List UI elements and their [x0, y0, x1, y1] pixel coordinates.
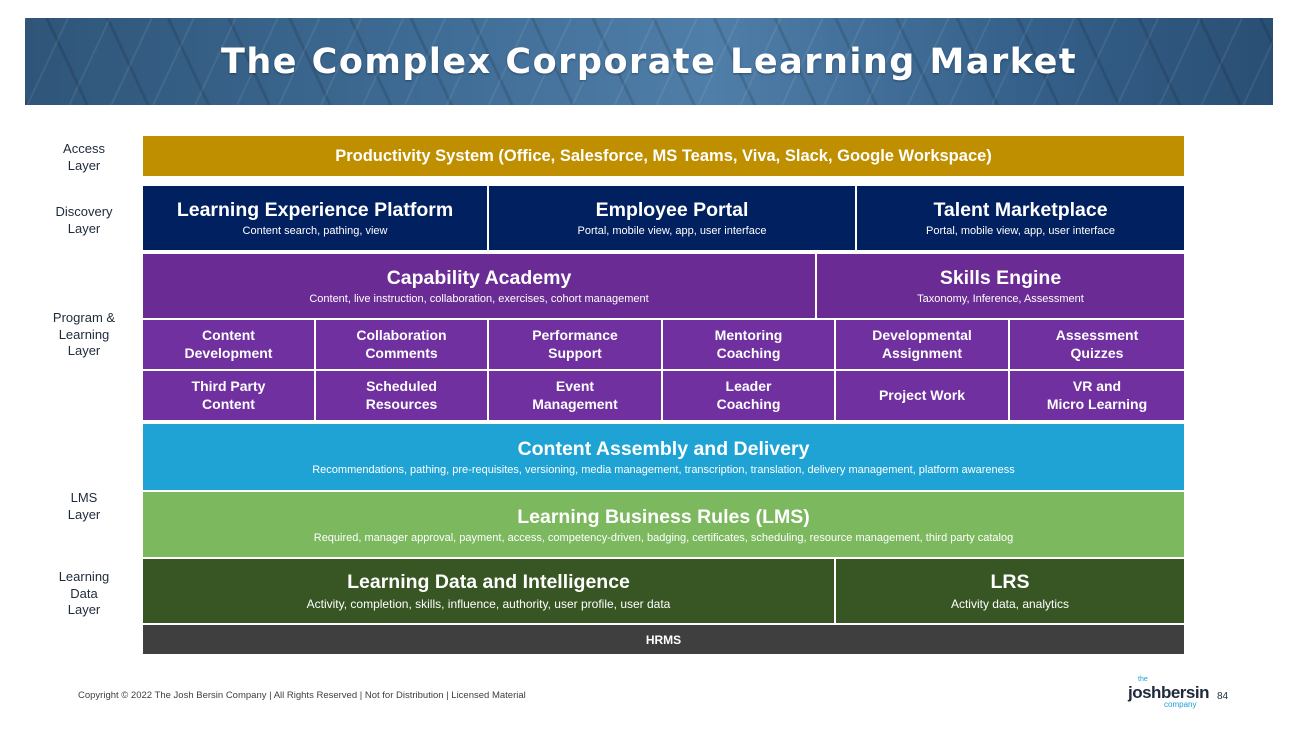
grid-cell: Event Management [489, 371, 663, 422]
capability-academy-title: Capability Academy [386, 267, 572, 289]
company-logo: the joshbersin company [1128, 676, 1209, 709]
content-assembly-subtitle: Recommendations, pathing, pre-requisites… [312, 464, 1015, 476]
layer-label-access: Access Layer [63, 141, 105, 173]
talent-marketplace-subtitle: Portal, mobile view, app, user interface [926, 225, 1115, 237]
business-rules-subtitle: Required, manager approval, payment, acc… [313, 531, 1014, 544]
talent-marketplace-title: Talent Marketplace [933, 199, 1108, 221]
employee-portal-subtitle: Portal, mobile view, app, user interface [577, 225, 767, 237]
grid-cell-label: Project Work [878, 386, 966, 403]
grid-cell: Assessment Quizzes [1010, 320, 1184, 371]
lxp-box: Learning Experience Platform Content sea… [143, 186, 489, 250]
title-banner: The Complex Corporate Learning Market [25, 18, 1273, 105]
grid-cell: Content Development [143, 320, 316, 371]
logo-small-text: the [1138, 676, 1148, 683]
learning-data-subtitle: Activity, completion, skills, influence,… [306, 597, 671, 611]
grid-cell-label: Scheduled Resources [365, 378, 438, 412]
grid-cell-label: Third Party Content [191, 378, 266, 412]
capability-academy-box: Capability Academy Content, live instruc… [143, 254, 817, 318]
copyright-text: Copyright © 2022 The Josh Bersin Company… [78, 690, 526, 701]
productivity-system-title: Productivity System (Office, Salesforce,… [335, 146, 992, 165]
grid-cell-label: Developmental Assignment [872, 327, 972, 361]
lrs-title: LRS [990, 571, 1030, 593]
skills-engine-box: Skills Engine Taxonomy, Inference, Asses… [817, 254, 1184, 318]
grid-cell: Third Party Content [143, 371, 316, 422]
grid-cell-label: VR and Micro Learning [1046, 378, 1148, 412]
layer-label-discovery: Discovery Layer [55, 204, 113, 236]
layer-label-lms: LMS Layer [67, 490, 101, 522]
layer-label-program: Program & Learning Layer [52, 310, 116, 358]
page-title: The Complex Corporate Learning Market [220, 41, 1078, 82]
lxp-title: Learning Experience Platform [176, 199, 454, 221]
talent-marketplace-box: Talent Marketplace Portal, mobile view, … [857, 186, 1184, 250]
layer-label-data: Learning Data Layer [58, 569, 110, 617]
learning-data-box: Learning Data and Intelligence Activity,… [143, 559, 836, 623]
grid-cell-label: Event Management [532, 378, 618, 412]
grid-cell-label: Content Development [184, 327, 273, 361]
lrs-box: LRS Activity data, analytics [836, 559, 1184, 623]
employee-portal-title: Employee Portal [595, 199, 749, 221]
grid-cell-label: Leader Coaching [716, 378, 781, 412]
productivity-system-box: Productivity System (Office, Salesforce,… [143, 136, 1184, 176]
grid-cell: Mentoring Coaching [663, 320, 836, 371]
content-assembly-box: Content Assembly and Delivery Recommenda… [143, 424, 1184, 490]
grid-cell-label: Mentoring Coaching [714, 327, 783, 361]
page-number: 84 [1217, 691, 1229, 702]
lxp-subtitle: Content search, pathing, view [242, 225, 388, 237]
hrms-box: HRMS [143, 625, 1184, 654]
capability-academy-subtitle: Content, live instruction, collaboration… [309, 293, 649, 305]
grid-cell-label: Assessment Quizzes [1055, 327, 1139, 361]
skills-engine-title: Skills Engine [939, 267, 1062, 289]
learning-data-title: Learning Data and Intelligence [347, 571, 630, 593]
grid-cell: Performance Support [489, 320, 663, 371]
grid-cell: Developmental Assignment [836, 320, 1010, 371]
lrs-subtitle: Activity data, analytics [950, 597, 1070, 611]
grid-cell: Leader Coaching [663, 371, 836, 422]
skills-engine-subtitle: Taxonomy, Inference, Assessment [917, 293, 1084, 305]
employee-portal-box: Employee Portal Portal, mobile view, app… [489, 186, 857, 250]
hrms-title: HRMS [645, 632, 682, 647]
content-assembly-title: Content Assembly and Delivery [517, 438, 810, 460]
logo-sub-text: company [1164, 700, 1197, 709]
grid-cell-label: Performance Support [532, 327, 618, 361]
logo-main-text: joshbersin [1128, 683, 1209, 702]
grid-cell: Collaboration Comments [316, 320, 489, 371]
business-rules-title: Learning Business Rules (LMS) [517, 505, 810, 528]
grid-cell: VR and Micro Learning [1010, 371, 1184, 422]
grid-cell-label: Collaboration Comments [356, 327, 447, 361]
business-rules-box: Learning Business Rules (LMS) Required, … [143, 492, 1184, 557]
grid-cell: Scheduled Resources [316, 371, 489, 422]
grid-cell: Project Work [836, 371, 1010, 422]
